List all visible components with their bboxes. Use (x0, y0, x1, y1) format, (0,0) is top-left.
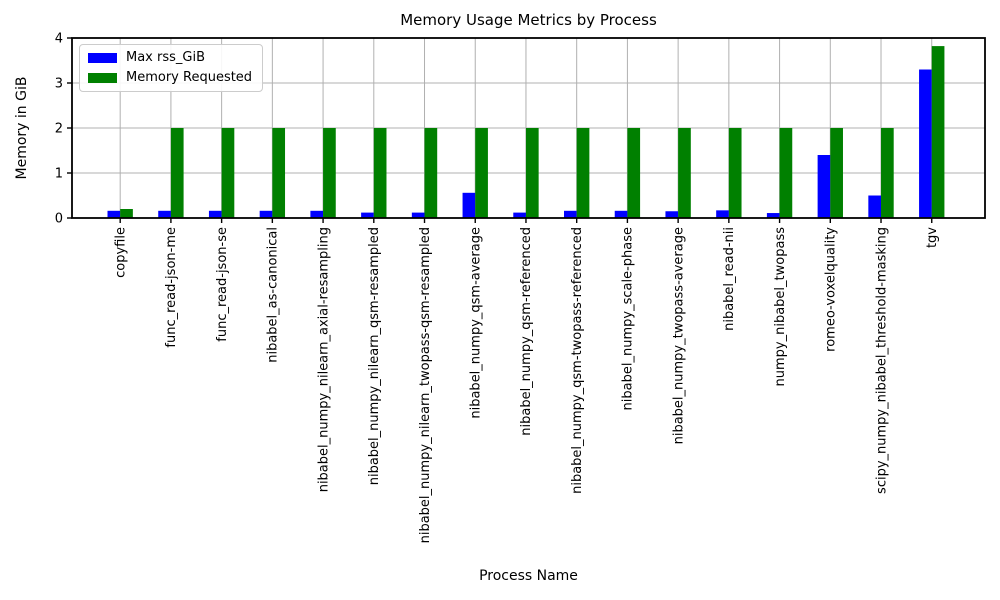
bar-memory-requested-16 (931, 46, 945, 218)
chart-title: Memory Usage Metrics by Process (400, 11, 657, 29)
bar-memory-requested-15 (881, 128, 894, 218)
legend-label-max-rss: Max rss_GiB (126, 50, 206, 65)
bar-memory-requested-12 (728, 128, 742, 218)
x-axis-label: Process Name (479, 568, 578, 584)
bar-memory-requested-6 (424, 128, 438, 218)
y-tick-label: 0 (55, 211, 63, 226)
bar-memory-requested-3 (272, 128, 286, 218)
bar-memory-requested-5 (373, 128, 387, 218)
y-tick-label: 4 (55, 31, 63, 46)
bar-max-rss-15 (868, 195, 882, 218)
bar-max-rss-13 (766, 213, 780, 218)
bar-memory-requested-2 (221, 128, 235, 218)
bar-max-rss-2 (208, 210, 222, 218)
bar-memory-requested-0 (120, 209, 133, 218)
x-tick-label: copyfile (113, 227, 128, 278)
legend-label-memory-requested: Memory Requested (126, 70, 253, 85)
bar-max-rss-7 (462, 192, 476, 218)
y-tick-label: 2 (55, 121, 63, 136)
x-tick-label: romeo-voxelquality (824, 227, 839, 352)
bar-max-rss-9 (564, 210, 577, 218)
x-tick-label: nibabel_numpy_qsm-referenced (519, 227, 534, 436)
bar-max-rss-10 (614, 210, 628, 218)
x-tick-label: nibabel_numpy_qsm-average (469, 227, 484, 419)
bar-max-rss-16 (919, 69, 932, 218)
legend: Max rss_GiB Memory Requested (79, 44, 264, 92)
bar-max-rss-3 (259, 210, 273, 218)
legend-item-memory-requested: Memory Requested (88, 70, 252, 85)
x-tick-label: nibabel_numpy_nilearn_qsm-resampled (367, 227, 382, 485)
legend-swatch-memory-requested-icon (88, 72, 117, 83)
x-tick-label: nibabel_numpy_scale-phase (621, 227, 636, 410)
legend-swatch-max-rss-icon (88, 52, 117, 63)
x-tick-label: nibabel_numpy_twopass-average (671, 227, 686, 444)
bar-max-rss-14 (817, 155, 831, 218)
x-tick-label: nibabel_numpy_nilearn_twopass-qsm-resamp… (418, 227, 433, 543)
y-axis-label: Memory in GiB (14, 76, 30, 180)
x-tick-label: numpy_nibabel_twopass (773, 227, 788, 387)
x-tick-label: func_read-json-se (215, 227, 230, 342)
y-tick-label: 3 (55, 76, 63, 91)
bar-memory-requested-1 (170, 128, 184, 218)
x-tick-label: nibabel_as-canonical (266, 227, 281, 363)
bar-max-rss-4 (310, 210, 324, 218)
bar-max-rss-0 (107, 210, 121, 218)
bar-memory-requested-10 (627, 128, 641, 218)
x-tick-label: func_read-json-me (164, 227, 179, 348)
bar-memory-requested-4 (323, 128, 336, 218)
bar-memory-requested-9 (576, 128, 590, 218)
bar-max-rss-5 (361, 212, 374, 218)
bar-max-rss-12 (716, 210, 729, 218)
bar-max-rss-8 (513, 212, 526, 218)
x-tick-label: nibabel_numpy_nilearn_axial-resampling (316, 227, 331, 492)
bar-memory-requested-14 (830, 128, 843, 218)
x-tick-label: nibabel_numpy_qsm-twopass-referenced (570, 227, 585, 494)
x-tick-label: tgv (925, 227, 940, 248)
bar-max-rss-1 (158, 210, 171, 218)
bar-max-rss-6 (411, 212, 425, 218)
bar-memory-requested-13 (779, 128, 793, 218)
bar-max-rss-11 (665, 211, 679, 218)
bar-memory-requested-7 (475, 128, 488, 218)
legend-item-max-rss: Max rss_GiB (88, 50, 252, 65)
bar-memory-requested-11 (678, 128, 691, 218)
y-tick-label: 1 (55, 166, 63, 181)
x-tick-label: nibabel_read-nii (722, 227, 737, 331)
bar-memory-requested-8 (525, 128, 539, 218)
x-tick-label: scipy_numpy_nibabel_threshold-masking (874, 227, 889, 494)
